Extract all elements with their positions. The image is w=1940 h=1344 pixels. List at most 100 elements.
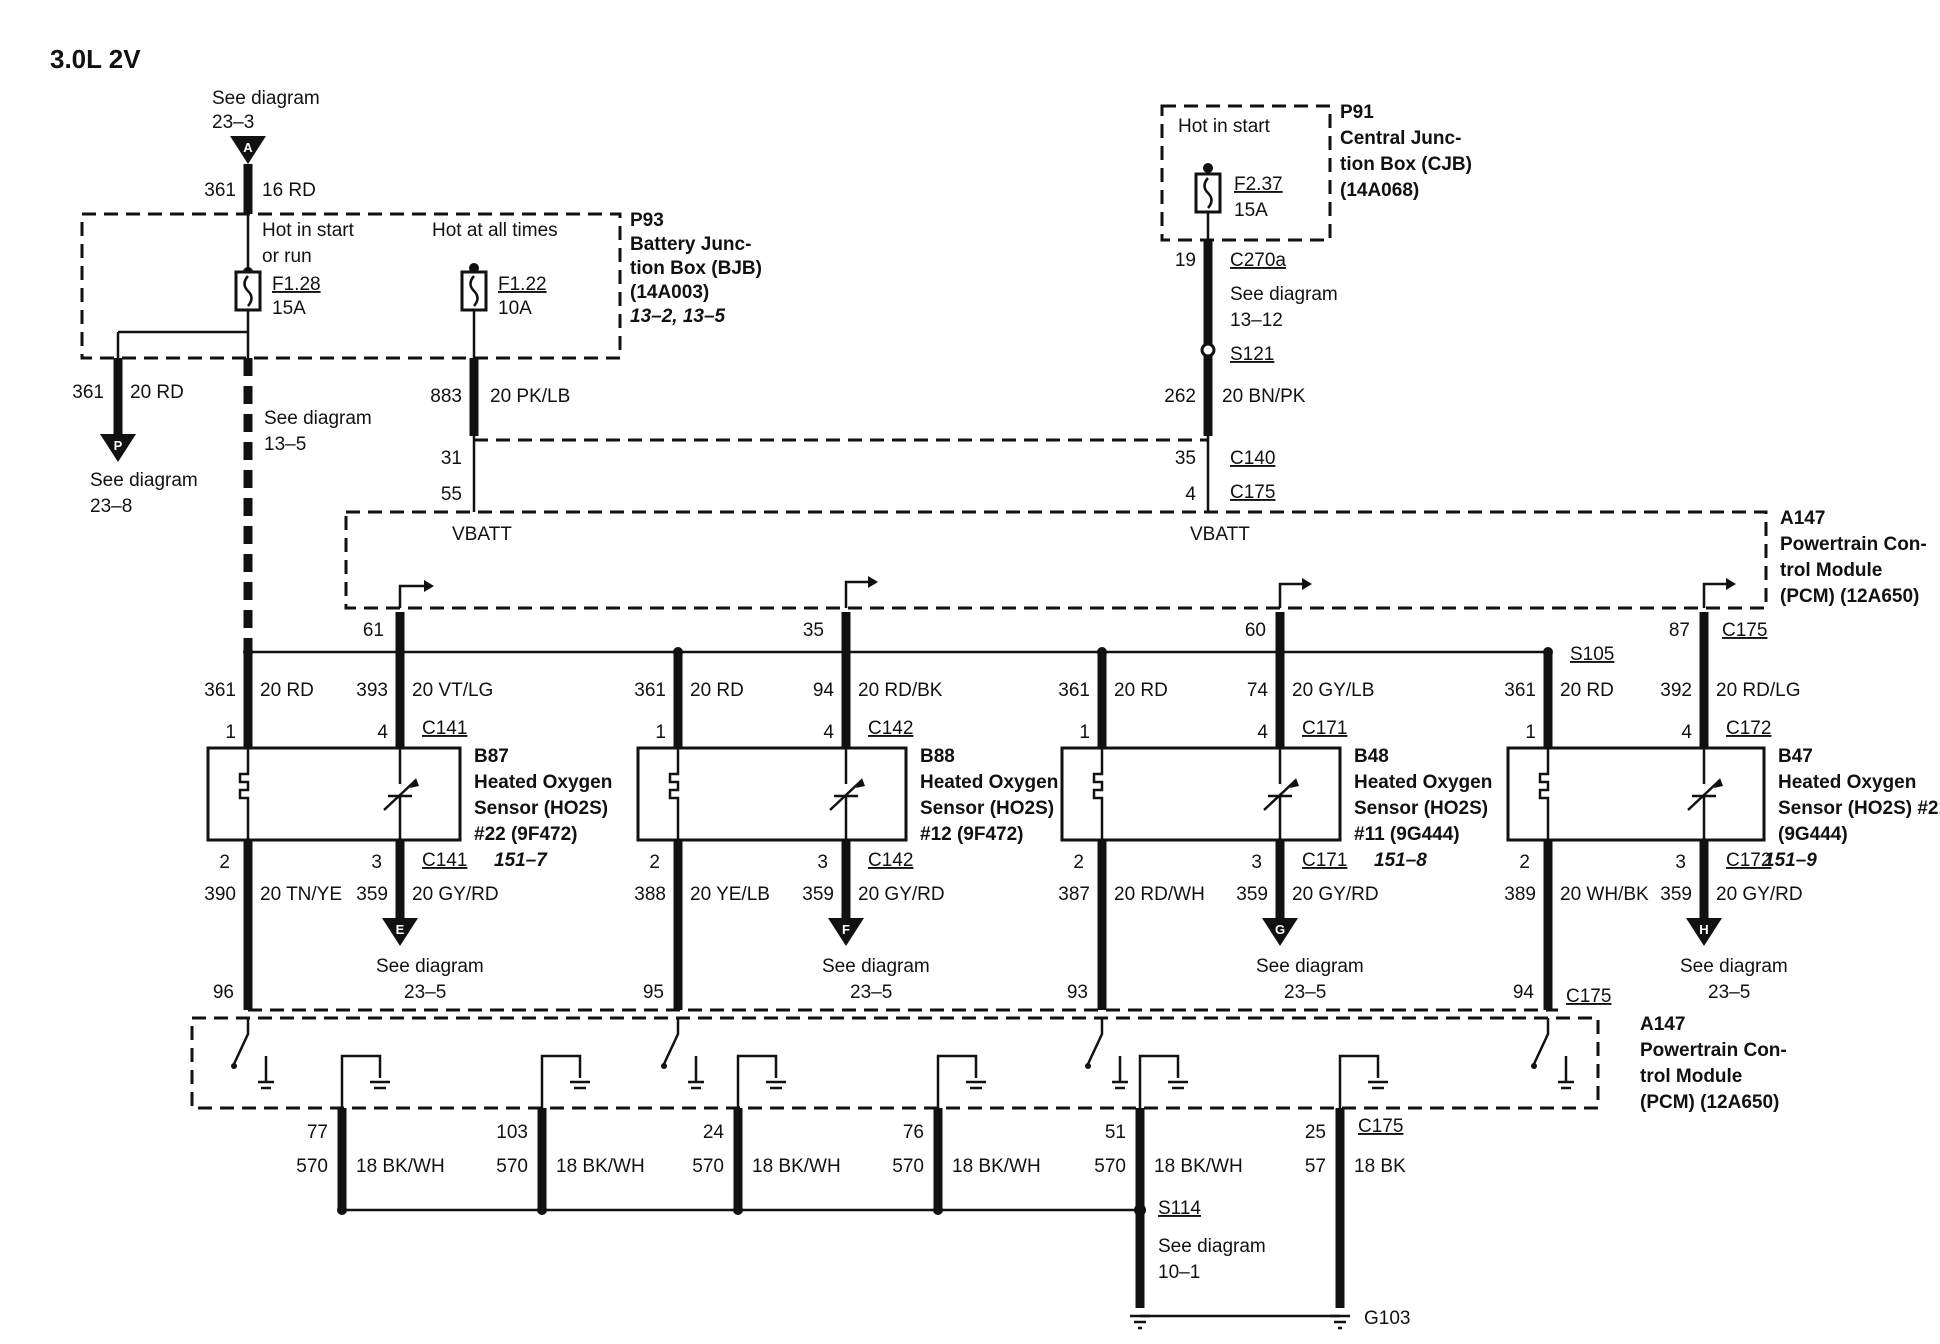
sensor-ref: 151–9	[1764, 850, 1817, 871]
mid-ref-2: 13–5	[264, 434, 306, 455]
vbatt-label-right: VBATT	[1190, 524, 1250, 545]
pcm-id-top: A147	[1780, 508, 1825, 529]
pin-4: 4	[1681, 722, 1692, 743]
sensor-see-diagram-2: 23–5	[1284, 982, 1326, 1003]
cjb-name-2: tion Box (CJB)	[1340, 154, 1472, 175]
sensor-name-3: #11 (9G444)	[1354, 824, 1460, 845]
ground-wire-color: 18 BK/WH	[356, 1156, 445, 1177]
cjb-pin-c175: 4	[1185, 484, 1196, 505]
connector-p-arrow	[100, 434, 136, 462]
branch-p-ref-1: See diagram	[90, 470, 198, 491]
pcm-switch-pivot	[231, 1063, 237, 1069]
connector-letter: H	[1699, 922, 1708, 937]
heater-wire: 20 RD	[1114, 680, 1168, 701]
pin-3: 3	[1251, 852, 1262, 873]
pcm-top-box	[344, 510, 1768, 610]
splice-s121: S121	[1230, 344, 1274, 365]
ground-pin: 76	[903, 1122, 924, 1143]
splice-s114: S114	[1158, 1198, 1201, 1219]
sensor-name-2: Sensor (HO2S)	[920, 798, 1054, 819]
bjb-name-3: (14A003)	[630, 282, 709, 303]
pcm-bottom-switches	[231, 1018, 1574, 1108]
branch-p-circuit: 361	[72, 382, 104, 403]
ground-ref-wire: 20 GY/RD	[412, 884, 499, 905]
ground-wire-color: 18 BK/WH	[556, 1156, 645, 1177]
connector-top: C142	[868, 718, 913, 739]
pin-3: 3	[817, 852, 828, 873]
pin-35: 35	[803, 620, 824, 641]
fuse-f128-id: F1.28	[272, 274, 321, 295]
pin-3: 3	[371, 852, 382, 873]
sensor-name-1: Heated Oxygen	[474, 772, 612, 793]
variable-resistor-icon	[1263, 748, 1297, 840]
ground-ref-wire: 20 GY/RD	[1292, 884, 1379, 905]
pcm-switch-pivot	[661, 1063, 667, 1069]
variable-resistor-arrow	[1290, 778, 1299, 788]
fuse-f237-element	[1203, 177, 1213, 209]
sensor-name-1: Heated Oxygen	[1778, 772, 1916, 793]
pcm-ground-icon	[1558, 1056, 1574, 1090]
pcm-switch-icon	[1532, 1018, 1550, 1065]
heater-circuit: 361	[1504, 680, 1536, 701]
sensor-name-3: #12 (9F472)	[920, 824, 1024, 845]
pcm-pin: 96	[213, 982, 234, 1003]
heater-element-icon	[1092, 748, 1104, 840]
ground-circuit: 570	[892, 1156, 924, 1177]
cjb-wire: 20 BN/PK	[1222, 386, 1306, 407]
diagram-title: 3.0L 2V	[50, 44, 141, 74]
pin-87: 87	[1669, 620, 1690, 641]
variable-resistor-arrow	[856, 778, 865, 788]
sensor-name-1: Heated Oxygen	[920, 772, 1058, 793]
feed-a-ref-2: 23–3	[212, 112, 254, 133]
vbatt-feed-pin-c140: 31	[441, 448, 462, 469]
sensor-see-diagram-2: 23–5	[1708, 982, 1750, 1003]
splice-s121-dot	[1200, 342, 1216, 358]
bjb-name-1: Battery Junc-	[630, 234, 751, 255]
fuse-f237-id: F2.37	[1234, 174, 1283, 195]
fuse-f237-rating: 15A	[1234, 200, 1268, 221]
bjb-refs: 13–2, 13–5	[630, 306, 726, 327]
connector-letter: E	[396, 922, 405, 937]
pin-2: 2	[1073, 852, 1084, 873]
ground-symbol-icon	[1130, 1314, 1350, 1330]
ground-pin: 51	[1105, 1122, 1126, 1143]
connector-top: C171	[1302, 718, 1347, 739]
pcm-pin: 93	[1067, 982, 1088, 1003]
connector-letter: F	[842, 922, 850, 937]
ground-ref-wire: 20 GY/RD	[858, 884, 945, 905]
ground-ref-circuit: 359	[1660, 884, 1692, 905]
vbatt-feed-circuit: 883	[430, 386, 462, 407]
low-wire: 20 WH/BK	[1560, 884, 1649, 905]
sensor-id: B47	[1778, 746, 1813, 767]
cjb-name-1: Central Junc-	[1340, 128, 1461, 149]
signal-circuit: 393	[356, 680, 388, 701]
variable-resistor-icon	[383, 748, 417, 840]
signal-wire: 20 RD/LG	[1716, 680, 1800, 701]
vbatt-feed-pin-c175: 55	[441, 484, 462, 505]
mid-ref-1: See diagram	[264, 408, 372, 429]
pcm-internal-ground-icon	[340, 1054, 390, 1108]
connector-e-arrow	[382, 918, 418, 946]
pin-3: 3	[1675, 852, 1686, 873]
low-wire: 20 RD/WH	[1114, 884, 1205, 905]
low-circuit: 387	[1058, 884, 1090, 905]
sensor-id: B87	[474, 746, 509, 767]
c175-label-bottom: C175	[1566, 986, 1611, 1007]
low-wire: 20 YE/LB	[690, 884, 770, 905]
connector-bottom: C171	[1302, 850, 1347, 871]
sensor-name-3: #22 (9F472)	[474, 824, 578, 845]
connector-bottom: C141	[422, 850, 467, 871]
signal-wire: 20 RD/BK	[858, 680, 943, 701]
fuse-f128-element	[243, 275, 253, 307]
ground-circuit: 570	[692, 1156, 724, 1177]
heater-circuit: 361	[1058, 680, 1090, 701]
pcm-internal-ground-icon	[1138, 1054, 1188, 1108]
pcm-internal-ground-icon	[1338, 1054, 1388, 1108]
